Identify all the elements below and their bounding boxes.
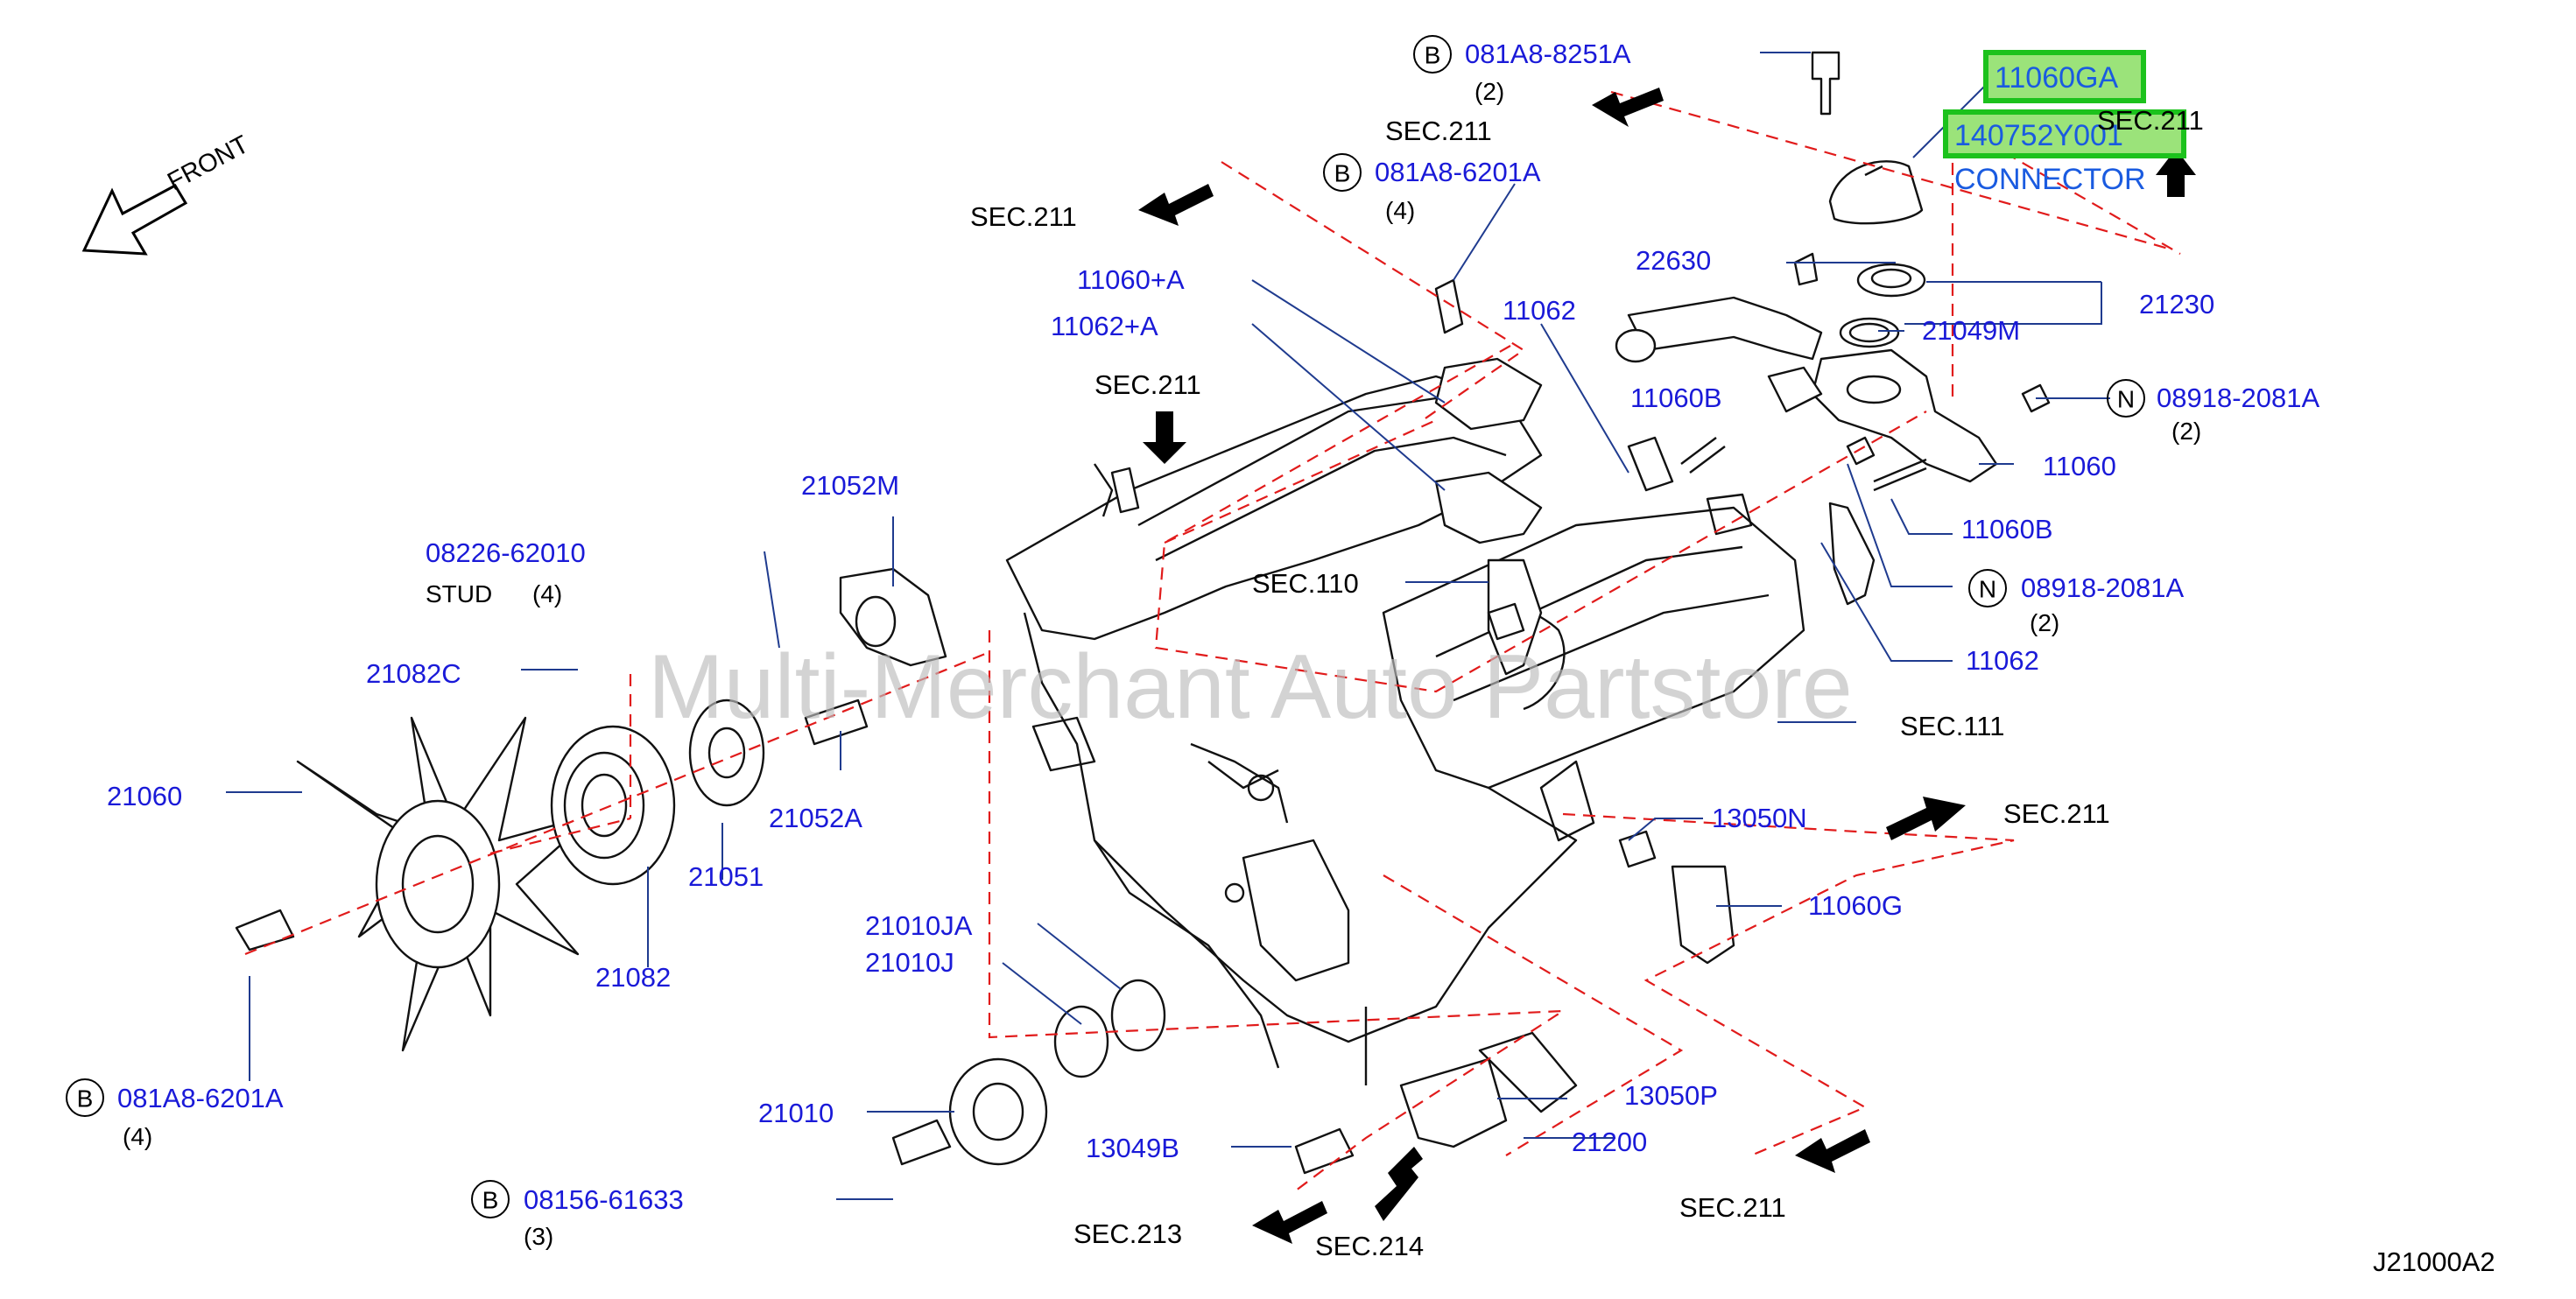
n-circle-icon (1968, 569, 2007, 607)
connector-label: CONNECTOR (1954, 163, 2146, 196)
sec-214[interactable]: SEC.214 (1315, 1231, 1424, 1261)
arrow-icon (1375, 1147, 1423, 1221)
circle-letter: B (482, 1187, 499, 1214)
part-11060b-mid[interactable]: 11060B (1961, 514, 2053, 544)
part-code: 08918-2081A (2021, 572, 2184, 603)
circle-letter: B (1425, 42, 1441, 69)
part-21052m[interactable]: 21052M (801, 470, 899, 501)
part-11060ga-label[interactable]: 11060GA (1995, 61, 2118, 95)
part-11060-a[interactable]: 11060+A (1077, 264, 1185, 295)
sec-110[interactable]: SEC.110 (1252, 568, 1359, 599)
bolt-callout-b4[interactable]: B 08156-61633 (3) (471, 1180, 684, 1250)
arrow-icon (1592, 88, 1664, 127)
sec-211-bottom[interactable]: SEC.211 (1679, 1192, 1786, 1223)
part-qty: (2) (2171, 418, 2201, 445)
part-21052a[interactable]: 21052A (769, 803, 862, 833)
b-circle-icon (1413, 35, 1452, 74)
highlight-boxes (1943, 50, 2186, 158)
circle-letter: B (1334, 160, 1351, 187)
part-21060[interactable]: 21060 (107, 781, 182, 811)
sec-211-top[interactable]: SEC.211 (1385, 116, 1492, 146)
part-21010[interactable]: 21010 (758, 1098, 834, 1128)
part-140752y001-label[interactable]: 140752Y001 (1954, 119, 2123, 152)
b-circle-icon (1323, 153, 1362, 192)
part-22630[interactable]: 22630 (1636, 245, 1711, 276)
part-13050p[interactable]: 13050P (1624, 1080, 1718, 1111)
n-circle-icon (2107, 379, 2145, 418)
highlight-box-140752y001[interactable] (1943, 109, 2186, 158)
bolt-callout-b3[interactable]: B 081A8-6201A (4) (66, 1078, 284, 1150)
arrow-icon (1252, 1201, 1327, 1244)
part-21082c[interactable]: 21082C (366, 658, 461, 689)
section-arrows (81, 88, 2196, 1244)
part-11062-top[interactable]: 11062 (1503, 295, 1576, 326)
part-21200[interactable]: 21200 (1572, 1127, 1647, 1157)
part-code: 081A8-6201A (1375, 157, 1541, 187)
part-qty: (2) (2030, 609, 2059, 636)
part-code: 08156-61633 (524, 1184, 684, 1215)
part-11062-mid[interactable]: 11062 (1966, 645, 2039, 676)
sec-211-right[interactable]: SEC.211 (2003, 798, 2110, 829)
arrow-icon (1795, 1129, 1870, 1173)
part-qty: (2) (1475, 78, 1504, 105)
highlight-box-11060ga[interactable] (1983, 50, 2146, 103)
dashed-guide-lines (244, 90, 2181, 1191)
stud-label: STUD (426, 580, 492, 607)
arrow-icon (1886, 797, 1966, 840)
watermark-text: Multi-Merchant Auto Partstore (648, 636, 1853, 738)
part-21010ja[interactable]: 21010JA (865, 910, 973, 941)
bolt-callout-b1[interactable]: B 081A8-8251A (2) (1413, 35, 1631, 105)
nut-callout-n2[interactable]: N 08918-2081A (2) (1968, 569, 2184, 636)
part-13050n[interactable]: 13050N (1712, 803, 1807, 833)
part-13049b[interactable]: 13049B (1086, 1133, 1179, 1163)
part-21049m[interactable]: 21049M (1922, 315, 2020, 346)
part-21082[interactable]: 21082 (595, 962, 671, 993)
sec-111[interactable]: SEC.111 (1900, 711, 2004, 741)
fan-assembly-drawing (235, 467, 1735, 1175)
nut-callout-n1[interactable]: N 08918-2081A (2) (2107, 379, 2319, 445)
part-code: 081A8-6201A (117, 1083, 284, 1113)
front-label: FRONT (163, 130, 253, 196)
b-circle-icon (66, 1078, 104, 1117)
part-21230[interactable]: 21230 (2139, 289, 2214, 319)
circle-letter: N (1979, 576, 1996, 603)
part-11060g[interactable]: 11060G (1808, 890, 1903, 921)
sec-211-mid[interactable]: SEC.211 (1094, 369, 1201, 400)
part-11060[interactable]: 11060 (2043, 451, 2116, 481)
part-21051[interactable]: 21051 (688, 861, 764, 892)
arrow-icon (1143, 411, 1186, 464)
arrow-icon (1138, 184, 1214, 226)
part-code: 08918-2081A (2157, 383, 2319, 413)
part-11062-a[interactable]: 11062+A (1051, 311, 1158, 341)
part-code: 081A8-8251A (1465, 39, 1631, 69)
leader-lines (226, 52, 2110, 1200)
b-circle-icon (471, 1180, 510, 1218)
stud-qty: (4) (532, 580, 562, 607)
part-qty: (4) (1385, 197, 1415, 224)
sec-211-left[interactable]: SEC.211 (970, 201, 1077, 232)
part-qty: (4) (123, 1123, 152, 1150)
part-qty: (3) (524, 1223, 553, 1250)
arrow-icon (2156, 149, 2196, 197)
circle-letter: N (2117, 386, 2135, 413)
diagram-code: J21000A2 (2373, 1246, 2495, 1277)
sec-213[interactable]: SEC.213 (1073, 1218, 1182, 1249)
part-11060b-top[interactable]: 11060B (1630, 383, 1722, 413)
sec-211-top-right[interactable]: SEC.211 (2097, 105, 2204, 136)
circle-letter: B (77, 1085, 94, 1113)
part-21010j[interactable]: 21010J (865, 947, 954, 978)
front-arrow-icon (81, 184, 188, 256)
stud-code[interactable]: 08226-62010 (426, 537, 586, 568)
bolt-callout-b2[interactable]: B 081A8-6201A (4) (1323, 153, 1541, 224)
